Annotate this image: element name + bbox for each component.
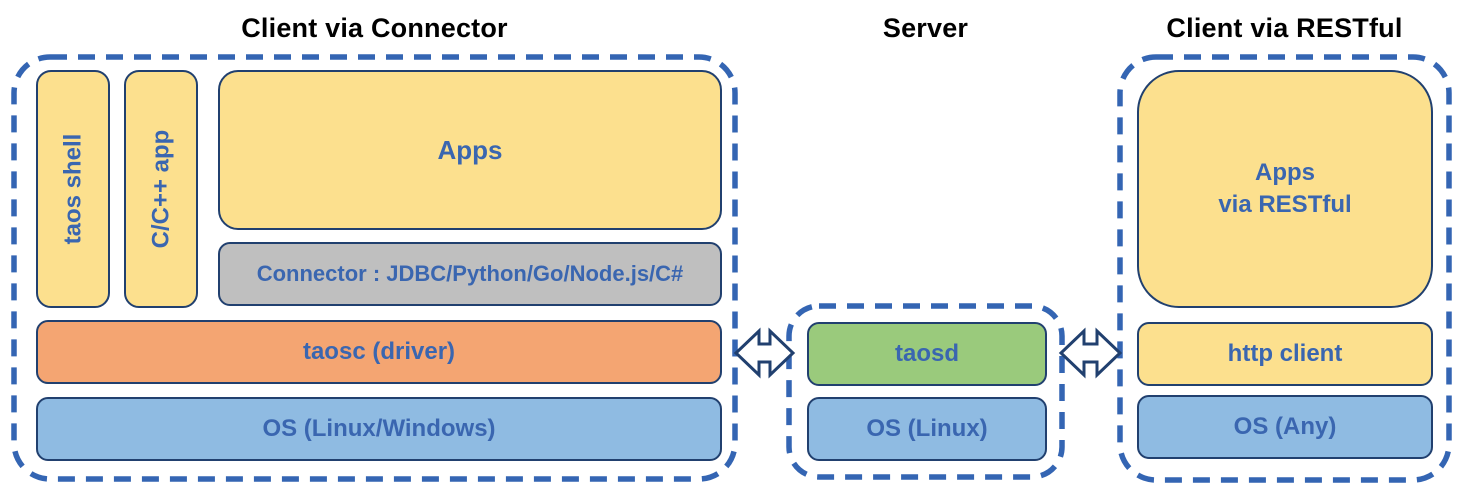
box-cpp-app: C/C++ app bbox=[124, 70, 198, 308]
server-group-outline bbox=[786, 303, 1065, 480]
box-os-any: OS (Any) bbox=[1137, 395, 1433, 459]
section-title-server: Server bbox=[882, 13, 969, 43]
box-http-client: http client bbox=[1137, 322, 1433, 386]
os-linux-windows-label: OS (Linux/Windows) bbox=[262, 415, 496, 442]
client-restful-group-outline bbox=[1117, 54, 1452, 483]
box-apps-via-restful: Apps via RESTful bbox=[1137, 70, 1433, 308]
box-os-linux: OS (Linux) bbox=[807, 397, 1047, 461]
bidirectional-arrow-icon bbox=[733, 327, 796, 379]
apps-label: Apps bbox=[437, 134, 503, 165]
box-os-linux-windows: OS (Linux/Windows) bbox=[36, 397, 722, 461]
section-title-client-connector: Client via Connector bbox=[241, 13, 508, 43]
box-taosd: taosd bbox=[807, 322, 1047, 386]
apps-via-restful-label: Apps via RESTful bbox=[1218, 158, 1352, 218]
box-apps: Apps bbox=[218, 70, 722, 230]
client-connector-group-outline bbox=[11, 54, 738, 482]
section-title-client-restful: Client via RESTful bbox=[1166, 13, 1403, 43]
http-client-label: http client bbox=[1227, 340, 1343, 367]
bidirectional-arrow-icon bbox=[1058, 327, 1123, 379]
box-taosc-driver: taosc (driver) bbox=[36, 320, 722, 384]
taos-shell-label: taos shell bbox=[59, 133, 86, 245]
box-connector: Connector : JDBC/Python/Go/Node.js/C# bbox=[218, 242, 722, 306]
os-linux-label: OS (Linux) bbox=[866, 415, 988, 442]
cpp-app-label: C/C++ app bbox=[147, 129, 175, 249]
connector-label: Connector : JDBC/Python/Go/Node.js/C# bbox=[256, 261, 684, 286]
taosc-driver-label: taosc (driver) bbox=[302, 338, 456, 365]
os-any-label: OS (Any) bbox=[1233, 413, 1337, 440]
taosd-label: taosd bbox=[894, 340, 959, 367]
box-taos-shell: taos shell bbox=[36, 70, 110, 308]
